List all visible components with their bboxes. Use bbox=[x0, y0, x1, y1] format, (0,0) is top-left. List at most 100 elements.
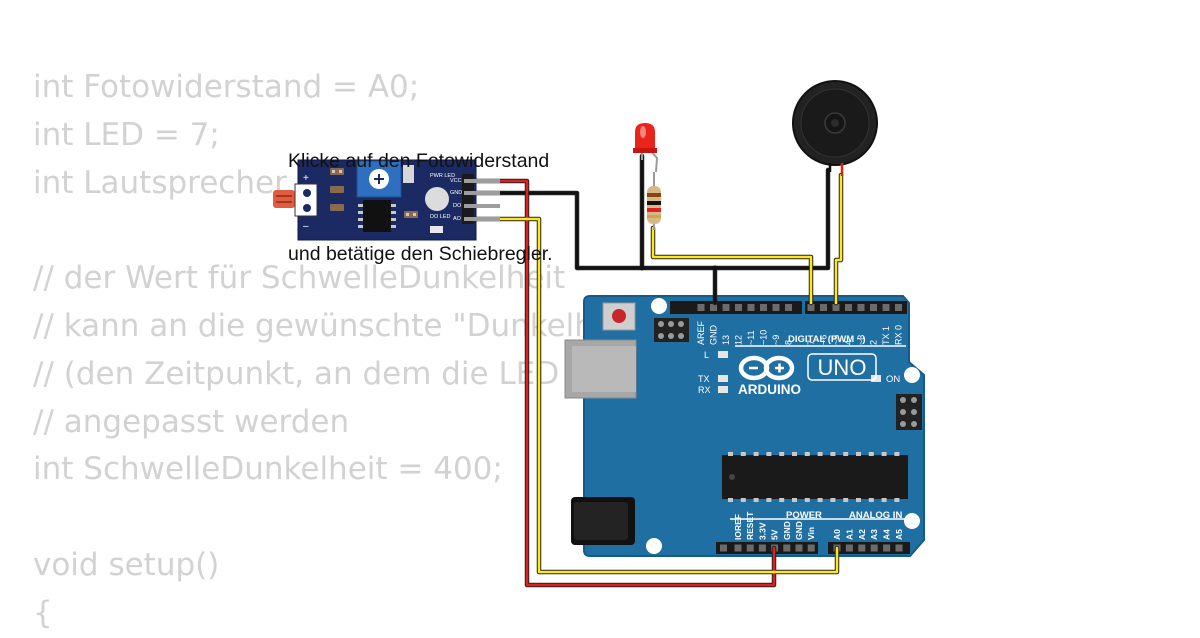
analog-pin[interactable] bbox=[858, 544, 866, 552]
ao-label: AO bbox=[453, 216, 462, 222]
analog-pin-label: A2 bbox=[857, 529, 867, 540]
power-pin-label: IOREF bbox=[733, 514, 743, 540]
instruction-line-2: und betätige den Schiebregler. bbox=[288, 243, 553, 265]
digital-pin-label: ~10 bbox=[759, 330, 769, 345]
digital-pin[interactable] bbox=[735, 304, 742, 311]
digital-pin-label: 2 bbox=[869, 340, 879, 345]
digital-pin[interactable] bbox=[785, 304, 792, 311]
analog-pin[interactable] bbox=[870, 544, 878, 552]
photoresistor[interactable] bbox=[273, 183, 318, 217]
led-rx: RX bbox=[698, 385, 728, 395]
wire-analog-a0 bbox=[474, 217, 839, 574]
power-pin[interactable] bbox=[758, 544, 766, 552]
digital-pin-label: RX 0 bbox=[894, 325, 904, 345]
power-pin[interactable] bbox=[746, 544, 754, 552]
digital-pin-label: TX 1 bbox=[881, 326, 891, 345]
power-pin-label: GND bbox=[782, 521, 792, 540]
digital-pin[interactable] bbox=[760, 304, 767, 311]
digital-pin-label: 7 bbox=[806, 340, 816, 345]
icsp-header-right bbox=[896, 394, 922, 430]
code-line: // angepasst werden bbox=[33, 403, 350, 440]
microcontroller-chip bbox=[722, 452, 908, 502]
power-header-label: POWER bbox=[786, 510, 822, 521]
digital-pin-header bbox=[670, 301, 907, 314]
analog-pin-label: A4 bbox=[882, 529, 892, 540]
power-pin[interactable] bbox=[795, 544, 803, 552]
instruction-line-1: Klicke auf den Fotowiderstand bbox=[288, 150, 550, 172]
sensor-pin-header bbox=[462, 174, 474, 224]
digital-pin[interactable] bbox=[772, 304, 780, 311]
wire-buzzer-pin5 bbox=[834, 173, 843, 305]
power-pin[interactable] bbox=[734, 544, 742, 552]
pwr-led-label: PWR LED bbox=[430, 173, 455, 179]
light-sensor-module[interactable]: + – PWR LED D bbox=[273, 159, 500, 241]
led-rx-label: RX bbox=[698, 385, 711, 395]
analog-pin[interactable] bbox=[845, 544, 853, 552]
code-editor-background: int Fotowiderstand = A0; int LED = 7; int … bbox=[33, 64, 709, 638]
vcc-label: VCC bbox=[450, 178, 462, 184]
code-line: void setup() bbox=[33, 546, 220, 583]
usb-connector bbox=[564, 339, 637, 399]
digital-pin-label: ~3 bbox=[856, 335, 866, 345]
digital-pin-label: ~11 bbox=[746, 330, 756, 345]
digital-pin-label: ~5 bbox=[831, 335, 841, 345]
code-line: int Fotowiderstand = A0; bbox=[33, 69, 420, 105]
mounting-hole bbox=[904, 367, 920, 383]
digital-pin[interactable] bbox=[832, 304, 840, 311]
buzzer[interactable] bbox=[792, 80, 878, 176]
analog-pin-label: A3 bbox=[869, 529, 879, 540]
instruction-text: Klicke auf den Fotowiderstand und betäti… bbox=[288, 84, 553, 301]
wire-outline bbox=[650, 225, 814, 306]
power-led bbox=[425, 187, 449, 211]
gnd-label: GND bbox=[450, 190, 462, 196]
analog-pin-label: A1 bbox=[844, 529, 854, 540]
smd-resistors bbox=[330, 168, 418, 218]
red-led[interactable] bbox=[633, 123, 659, 173]
code-line: int LED = 7; bbox=[33, 116, 220, 153]
digital-pin[interactable] bbox=[710, 304, 717, 311]
digital-pin[interactable] bbox=[820, 304, 827, 311]
mounting-hole bbox=[651, 298, 667, 314]
wire-led-pin7 bbox=[651, 226, 813, 305]
model-label: UNO bbox=[818, 355, 867, 380]
power-pin-label: RESET bbox=[745, 511, 755, 540]
digital-pin[interactable] bbox=[722, 304, 730, 311]
do-led-label: DO LED bbox=[430, 214, 451, 220]
digital-pin-label: AREF bbox=[696, 320, 706, 345]
analog-pin[interactable] bbox=[883, 544, 891, 552]
digital-pin[interactable] bbox=[857, 304, 865, 311]
digital-pin[interactable] bbox=[895, 304, 902, 311]
minus-label: – bbox=[303, 221, 309, 232]
digital-pin[interactable] bbox=[807, 304, 815, 311]
digital-pin-label: 4 bbox=[844, 340, 854, 345]
digital-pin[interactable] bbox=[870, 304, 877, 311]
digital-pin[interactable] bbox=[882, 304, 890, 311]
power-pin-label: 5V bbox=[770, 529, 780, 540]
analog-pin-label: A0 bbox=[832, 529, 842, 540]
code-line: { bbox=[33, 594, 53, 631]
reset-button[interactable] bbox=[602, 302, 636, 331]
do-label: DO bbox=[453, 203, 462, 209]
do-led bbox=[430, 226, 443, 233]
power-pin-label: Vin bbox=[806, 527, 816, 540]
power-pin-label: 3.3V bbox=[757, 522, 767, 540]
digital-pin[interactable] bbox=[845, 304, 852, 311]
digital-pin[interactable] bbox=[747, 304, 755, 311]
model-badge bbox=[807, 353, 877, 381]
power-pin-label: GND bbox=[794, 521, 804, 540]
power-pin[interactable] bbox=[720, 544, 727, 552]
digital-pin[interactable] bbox=[697, 304, 705, 311]
analog-pin-label: A5 bbox=[894, 529, 904, 540]
power-pin[interactable] bbox=[783, 544, 791, 552]
analog-pin[interactable] bbox=[895, 544, 903, 552]
sensor-pins bbox=[464, 179, 500, 221]
digital-pin-label: 13 bbox=[721, 335, 731, 345]
digital-pin-label: ~9 bbox=[771, 335, 781, 345]
power-pin[interactable] bbox=[807, 544, 815, 552]
potentiometer[interactable] bbox=[356, 160, 414, 198]
code-line: int SchwelleDunkelheit = 400; bbox=[33, 451, 503, 488]
